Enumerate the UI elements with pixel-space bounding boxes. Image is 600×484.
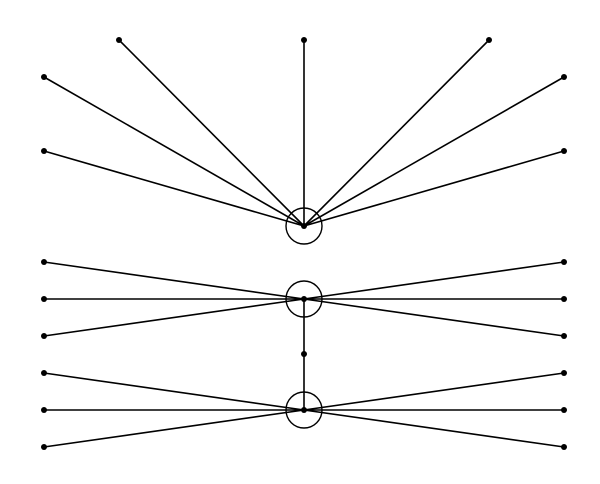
hub-bottom-edge-3 (43, 409, 305, 448)
hub-bottom-edge-4 (303, 372, 565, 411)
hub-bottom-outer-node-5 (561, 407, 567, 413)
hub-bottom-edge-6 (303, 409, 565, 448)
hub-middle-outer-node-1 (41, 259, 47, 265)
hub-bottom-outer-node-6 (561, 444, 567, 450)
hub-middle-outer-node-3 (41, 333, 47, 339)
hub-middle-node (301, 296, 307, 302)
hub-top-ring (285, 207, 323, 245)
hub-middle-edge-1 (43, 261, 305, 300)
hub-middle-edge-6 (303, 298, 565, 337)
hub-bottom-outer-node-2 (41, 407, 47, 413)
hub-middle-outer-node-2 (41, 296, 47, 302)
hub-top-edge-5 (303, 39, 490, 227)
hub-top-outer-node-7 (561, 148, 567, 154)
hub-top-edge-2 (43, 150, 305, 227)
hub-middle-edge-4 (303, 261, 565, 300)
hub-bottom-edge-1 (43, 372, 305, 411)
hub-rings (285, 207, 323, 429)
hub-top-outer-node-4 (301, 37, 307, 43)
hub-bottom-outer-node-3 (41, 444, 47, 450)
hub-middle-outer-node-4 (561, 259, 567, 265)
hub-bottom-ring (285, 391, 323, 429)
edges (43, 39, 565, 448)
hub-top-edge-3 (118, 39, 305, 227)
hub-top-node (301, 223, 307, 229)
hub-top-outer-node-6 (561, 74, 567, 80)
hub-bottom-outer-node-1 (41, 370, 47, 376)
hub-top-outer-node-5 (486, 37, 492, 43)
hub-top-outer-node-3 (116, 37, 122, 43)
link-node (301, 351, 307, 357)
hub-top-edge-1 (43, 76, 305, 227)
hub-top-edge-6 (303, 76, 565, 227)
hub-top-outer-node-2 (41, 148, 47, 154)
hub-middle-edge-3 (43, 298, 305, 337)
hub-bottom-node (301, 407, 307, 413)
hub-middle-outer-node-6 (561, 333, 567, 339)
hub-bottom-outer-node-4 (561, 370, 567, 376)
hub-top-edge-7 (303, 150, 565, 227)
hub-top-outer-node-1 (41, 74, 47, 80)
hub-middle-outer-node-5 (561, 296, 567, 302)
hub-middle-ring (285, 280, 323, 318)
nodes (41, 37, 567, 450)
